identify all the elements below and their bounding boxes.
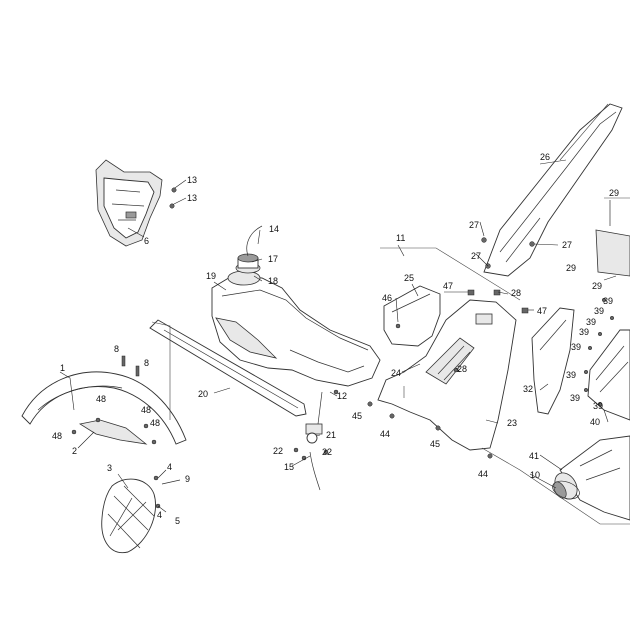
callout-18: 18	[268, 276, 278, 286]
callout-2: 2	[72, 446, 77, 456]
callout-15: 15	[284, 462, 294, 472]
callout-11: 11	[396, 233, 405, 243]
callout-24: 24	[391, 368, 401, 378]
callout-28a: 28	[511, 288, 521, 298]
callout-44a: 44	[380, 429, 390, 439]
reference-boxes	[151, 103, 630, 525]
headlight-mask-part	[95, 159, 163, 247]
callout-29c: 29	[592, 281, 602, 291]
side-panel-part	[377, 299, 517, 451]
callout-10: 10	[530, 470, 540, 480]
callout-9: 9	[185, 474, 190, 484]
callout-20: 20	[198, 389, 208, 399]
fuel-tap-part	[293, 391, 329, 491]
callout-13a: 13	[187, 175, 197, 185]
callout-48d: 48	[150, 418, 160, 428]
callout-29b: 29	[566, 263, 576, 273]
callout-6: 6	[144, 236, 149, 246]
callout-22b: 22	[322, 447, 332, 457]
callout-39b: 39	[594, 306, 604, 316]
callout-5: 5	[175, 516, 180, 526]
rear-fender-part	[483, 103, 623, 277]
callout-21: 21	[326, 430, 336, 440]
intake-boot-part	[553, 435, 630, 521]
callout-45a: 45	[352, 411, 362, 421]
callout-25: 25	[404, 273, 414, 283]
callout-39e: 39	[571, 342, 581, 352]
fuel-cap-part	[235, 225, 263, 274]
callout-39d: 39	[579, 327, 589, 337]
callout-27a: 27	[469, 220, 479, 230]
screws-39-column	[583, 297, 615, 407]
callout-40: 40	[590, 417, 600, 427]
tank-side-strip-part	[149, 319, 307, 417]
side-cover-32-part	[531, 307, 575, 415]
callout-47a: 47	[443, 281, 453, 291]
callout-13b: 13	[187, 193, 197, 203]
leader-lines	[59, 159, 617, 513]
callout-23: 23	[507, 418, 517, 428]
callout-26: 26	[540, 152, 550, 162]
callout-39h: 39	[593, 401, 603, 411]
callout-29a: 29	[609, 188, 619, 198]
number-plate-part	[383, 285, 441, 347]
callout-48c: 48	[52, 431, 62, 441]
fuel-tank-part	[211, 270, 381, 387]
clamp-10-part	[552, 480, 580, 500]
mudguard-bolts-48	[71, 417, 157, 445]
callout-4a: 4	[167, 462, 172, 472]
callout-8b: 8	[144, 358, 149, 368]
callout-19: 19	[206, 271, 216, 281]
callout-labels: 1 2 3 4 4 5 6 8 8 9 10 11 12 13 13 14 15…	[52, 152, 619, 526]
callout-46: 46	[382, 293, 392, 303]
callout-44b: 44	[478, 469, 488, 479]
bolt-13-pair	[169, 179, 187, 209]
callout-14: 14	[269, 224, 279, 234]
callout-48b: 48	[141, 405, 151, 415]
callout-8a: 8	[114, 344, 119, 354]
callout-4b: 4	[157, 510, 162, 520]
callout-39c: 39	[586, 317, 596, 327]
callout-27b: 27	[562, 240, 572, 250]
callout-39g: 39	[570, 393, 580, 403]
front-mudguard-part	[21, 371, 187, 445]
disc-guard-bolts	[153, 475, 181, 509]
airbox-frame-part	[587, 200, 630, 421]
callout-47b: 47	[537, 306, 547, 316]
callout-39a: 39	[603, 296, 613, 306]
disc-guard-part	[101, 478, 156, 554]
callout-12: 12	[337, 391, 347, 401]
callout-17: 17	[268, 254, 278, 264]
callout-48a: 48	[96, 394, 106, 404]
callout-27c: 27	[471, 251, 481, 261]
bolt-8-pair	[121, 355, 140, 377]
callout-1: 1	[60, 363, 65, 373]
callout-22a: 22	[273, 446, 283, 456]
callout-41: 41	[529, 451, 539, 461]
callout-32: 32	[523, 384, 533, 394]
callout-28b: 28	[457, 364, 467, 374]
callout-39f: 39	[566, 370, 576, 380]
callout-3: 3	[107, 463, 112, 473]
callout-45b: 45	[430, 439, 440, 449]
